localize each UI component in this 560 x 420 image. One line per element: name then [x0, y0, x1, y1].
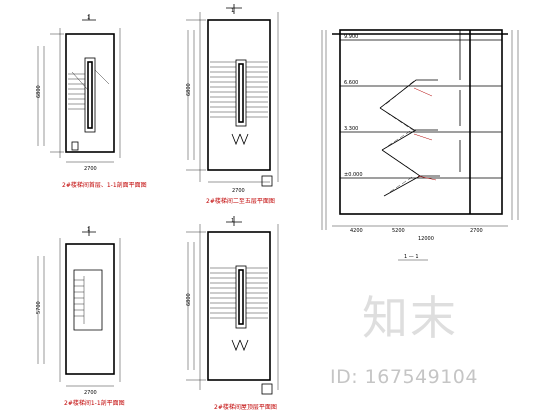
plan-1-stair-core [84, 57, 96, 133]
plan-3-stair-well [73, 269, 103, 331]
plan-1-caption: 2#楼梯间首层、1-1剖面平面图 [62, 182, 147, 189]
plan-1-treads [68, 69, 110, 110]
plan-4: 6800 1 [186, 216, 279, 395]
section-level-3: 9.900 [344, 34, 358, 40]
section-level-0: ±0.000 [344, 172, 363, 178]
plan-1-outline [65, 33, 115, 153]
section-outline [339, 29, 503, 215]
plan-2-dim-lines [186, 12, 279, 183]
plan-2-section-num: 1 [231, 8, 234, 14]
plan-4-treads [210, 267, 268, 319]
section-level-2: 6.600 [344, 80, 358, 86]
plan-4-outline [207, 231, 271, 381]
plan-2-section-mark [226, 4, 242, 14]
section-dim-total: 12000 [418, 236, 434, 242]
plan-3-treads [74, 276, 85, 324]
section-dim-3: 2700 [470, 228, 483, 234]
plan-3-outline [65, 243, 115, 375]
plan-4-handrail [238, 269, 244, 325]
plan-2: 6800 2700 1 [186, 4, 279, 194]
section-dim-1: 4200 [350, 228, 363, 234]
plan-4-section-num: 1 [231, 218, 234, 224]
plan-1-dim-lines [50, 28, 121, 163]
plan-2-grid-bubble [261, 175, 273, 187]
section-stair-flights [379, 79, 440, 197]
plan-4-dim-text: 6800 [186, 293, 192, 306]
plan-1-dim-width: 2700 [84, 166, 97, 172]
plan-1: 6800 2700 1 [36, 14, 121, 172]
section-level-1: 3.300 [344, 126, 358, 132]
plan-2-caption: 2#楼梯间二至五层平面图 [206, 198, 275, 205]
plan-4-dim-lines [186, 224, 279, 390]
plan-2-treads [210, 61, 268, 118]
plan-4-door-swing [231, 339, 249, 352]
watermark-id: ID: 167549104 [330, 366, 478, 388]
section-floors [340, 39, 502, 179]
plan-4-section-mark [226, 216, 242, 226]
plan-3-section-mark [82, 226, 96, 236]
plan-1-section-num: 1 [87, 15, 90, 21]
plan-3-dim-width: 2700 [84, 390, 97, 396]
plan-3: 5700 2700 1 [36, 226, 121, 396]
section-dim-lines [321, 30, 508, 230]
plan-2-dim-width: 2700 [232, 188, 245, 194]
plan-1-section-mark [82, 14, 96, 21]
section-dim-right [511, 30, 519, 220]
plan-2-dim-left [187, 30, 195, 160]
plan-2-stair-core [235, 59, 247, 127]
plan-3-section-num: 1 [87, 227, 90, 233]
plan-2-door-swing [231, 133, 249, 146]
plan-3-dim-left [37, 256, 45, 364]
section-dim-2: 5200 [392, 228, 405, 234]
section-caption: 1 — 1 [404, 254, 419, 260]
section-view: 4200 5200 2700 12000 ±0.000 3.300 6.600 … [321, 29, 519, 261]
plan-4-stair-core [235, 265, 247, 329]
plan-4-grid-bubble [261, 383, 273, 395]
plan-1-handrail [87, 61, 93, 129]
watermark-logo: 知末 [362, 291, 458, 345]
plan-1-dim-left [37, 46, 45, 146]
plan-3-dim-lines [59, 238, 121, 387]
plan-3-dim-text: 5700 [36, 301, 42, 314]
plan-1-door [71, 141, 79, 151]
plan-4-dim-left [187, 242, 195, 370]
section-leader-lines [413, 87, 437, 181]
plan-2-dim-text: 6800 [186, 83, 192, 96]
plan-2-handrail [238, 63, 244, 123]
plan-2-outline [207, 19, 271, 171]
plan-3-caption: 2#楼梯间1-1剖平面图 [64, 400, 125, 407]
plan-4-caption: 2#楼梯间屋顶层平面图 [214, 404, 277, 411]
plan-1-dim-text: 6800 [36, 85, 42, 98]
